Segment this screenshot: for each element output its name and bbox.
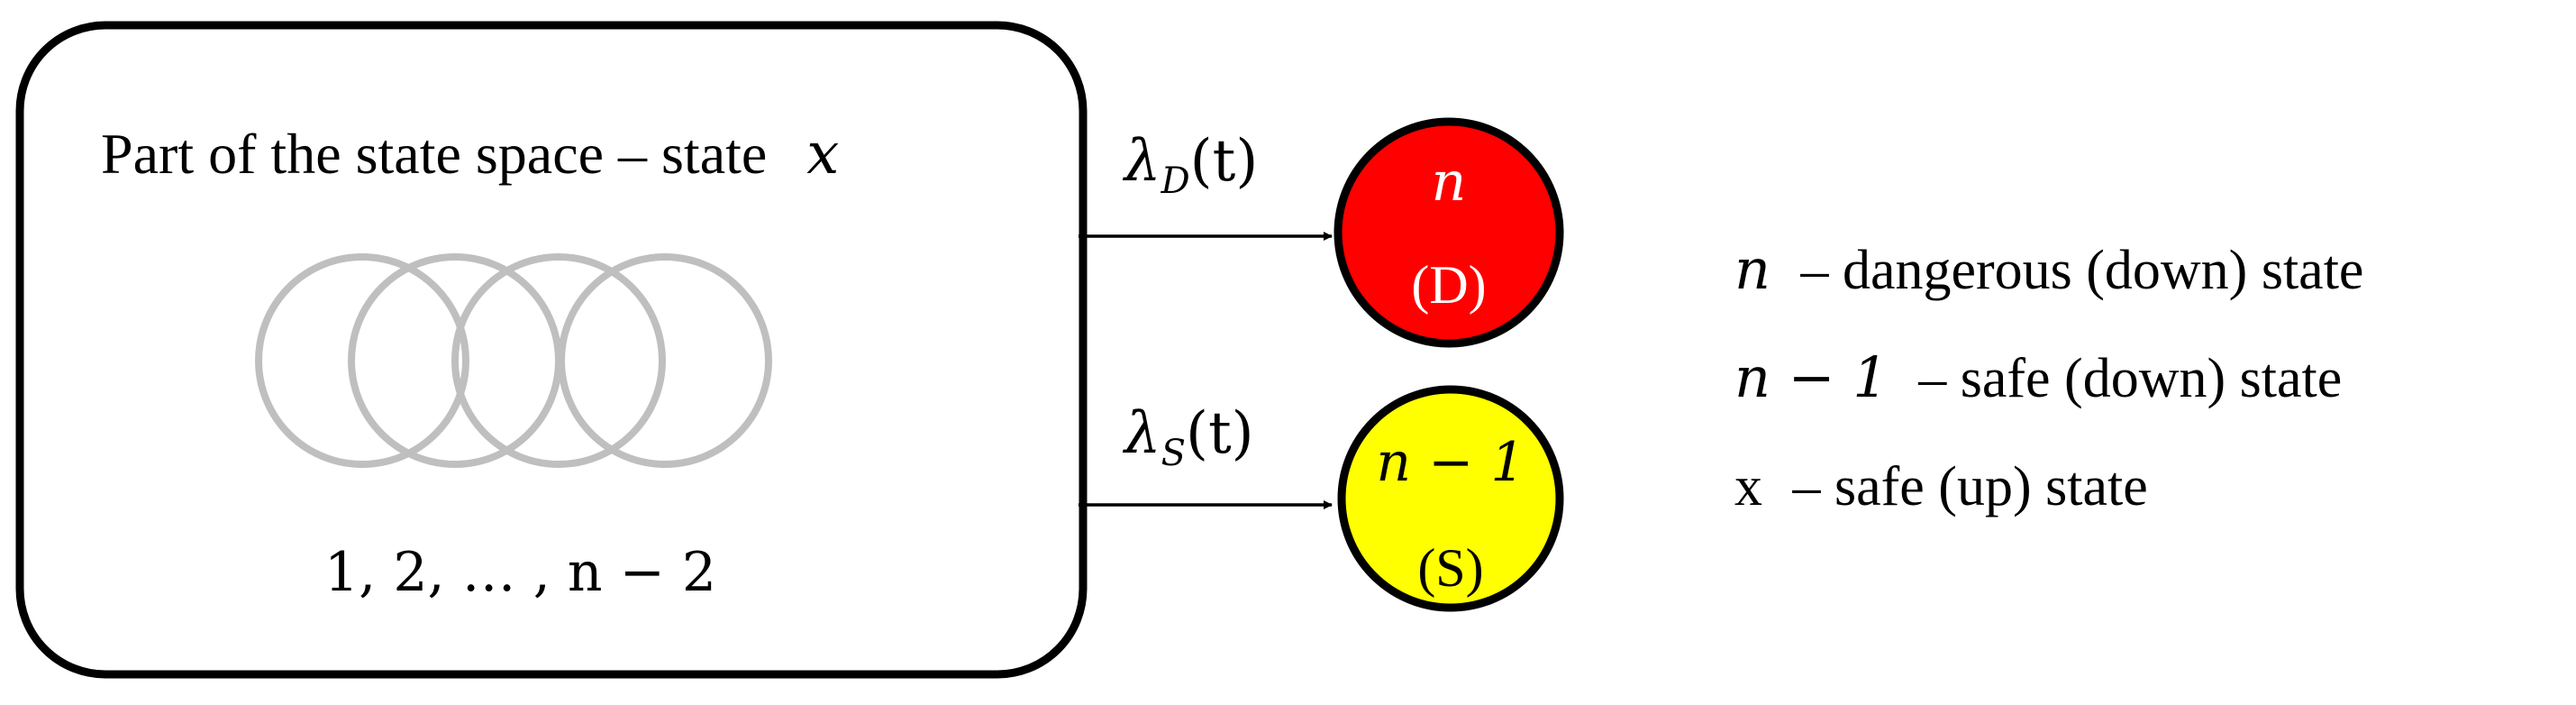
safe-state-circle — [1337, 385, 1564, 612]
substate-circle — [558, 253, 772, 468]
safe-state-top-label: n − 1 — [1376, 431, 1525, 494]
substates-label: 1, 2, … , n − 2 — [324, 541, 716, 604]
dangerous-state-bottom-label: (D) — [1411, 255, 1486, 315]
state-space-region — [15, 21, 1088, 679]
region-title: Part of the state space – state x — [101, 121, 839, 188]
substate-circle — [451, 253, 666, 468]
legend-item: n – dangerous (down) state — [1734, 236, 2363, 302]
legend-item: n − 1 – safe (down) state — [1734, 344, 2342, 410]
dangerous-rate-label: λD(t) — [1122, 128, 1258, 202]
legend-item: x – safe (up) state — [1734, 456, 2148, 517]
substate-circles — [255, 253, 772, 468]
dangerous-state-top-label: n — [1432, 151, 1467, 214]
safe-state-bottom-label: (S) — [1417, 538, 1483, 598]
safe-rate-label: λS(t) — [1122, 400, 1254, 474]
legend: n – dangerous (down) state n − 1 – safe … — [1734, 236, 2363, 517]
substate-circle — [255, 253, 469, 468]
dangerous-state-circle — [1334, 117, 1564, 348]
